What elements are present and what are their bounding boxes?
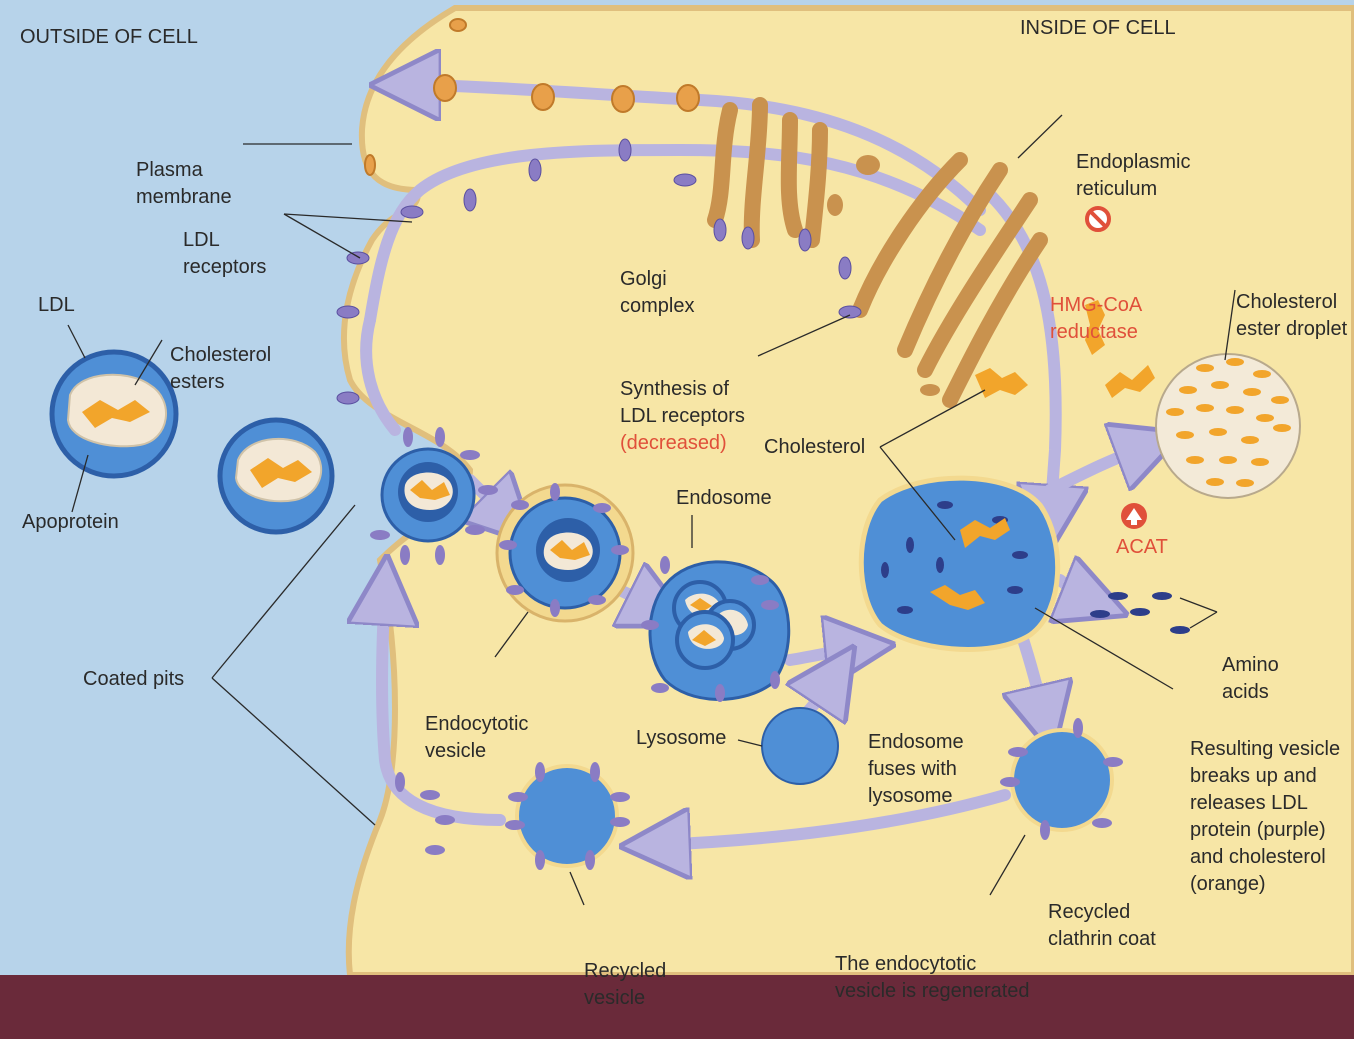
label-ldl: LDL [38, 292, 75, 319]
label-coated-pits: Coated pits [83, 666, 184, 693]
label-outside-of-cell: OUTSIDE OF CELL [20, 24, 198, 51]
stimulate-icon [1121, 503, 1147, 529]
label-endosome: Endosome [676, 485, 772, 512]
lysosome [762, 708, 838, 784]
label-apoprotein: Apoprotein [22, 509, 119, 536]
ldl-particle-large [52, 352, 176, 476]
endocytic-vesicle [497, 483, 633, 621]
ldl-particle-small [220, 420, 332, 532]
label-cholesterol: Cholesterol [764, 434, 865, 461]
label-acat: ACAT [1116, 534, 1168, 561]
label-decreased: (decreased) [620, 430, 745, 457]
label-inside-of-cell: INSIDE OF CELL [1020, 15, 1176, 42]
label-lysosome: Lysosome [636, 725, 726, 752]
cholesterol-ester-droplet [1156, 354, 1300, 498]
fused-endolysosome [861, 478, 1057, 649]
